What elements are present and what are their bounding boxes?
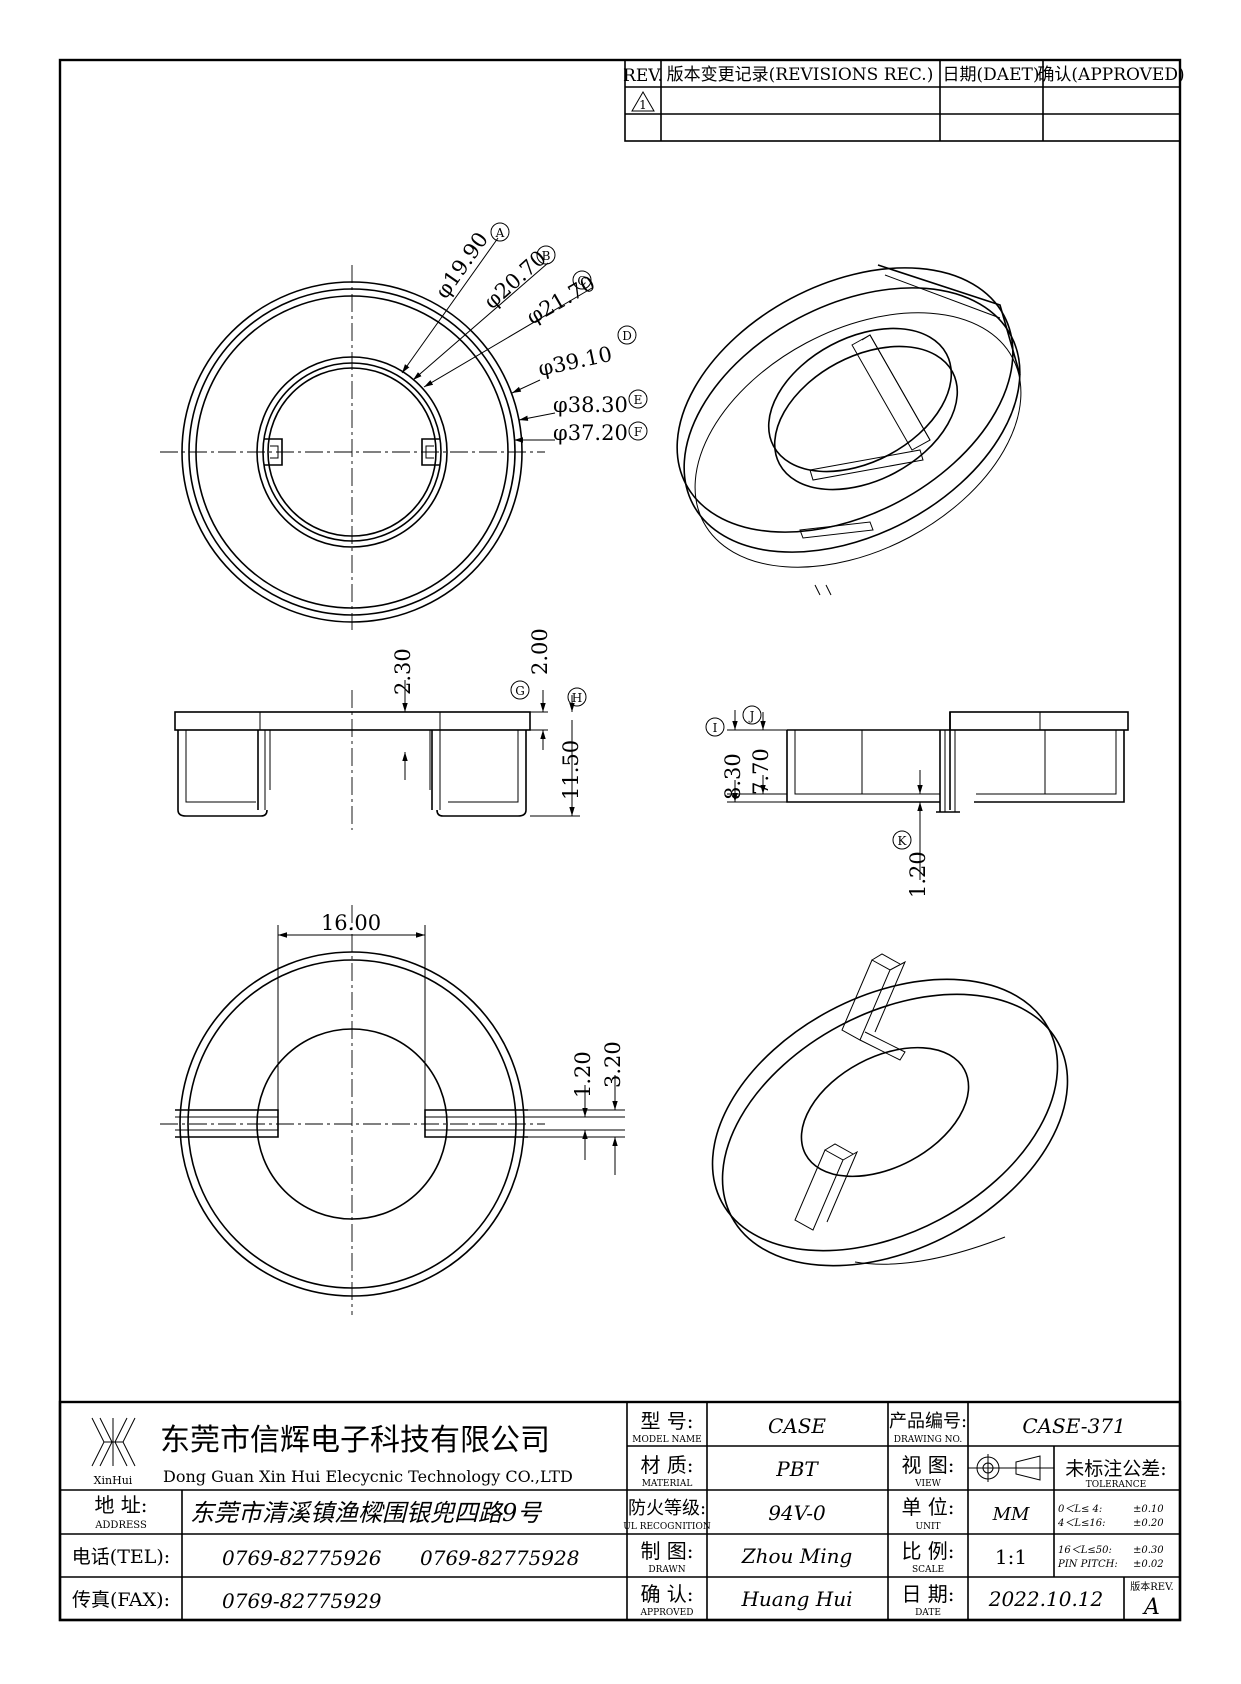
material-label-en: MATERIAL xyxy=(642,1479,693,1489)
revisions-col-header: 版本变更记录(REVISIONS REC.) xyxy=(667,65,934,85)
drawing-no-value: CASE-371 xyxy=(1022,1414,1125,1438)
ref-F: F xyxy=(634,425,642,439)
approved-label: 确 认: xyxy=(640,1582,693,1606)
diameter-labels: φ19.90 φ20.70 φ21.70 φ39.10 φ38.30 φ37.2… xyxy=(430,222,648,445)
ref-H: H xyxy=(572,691,582,705)
dim-top-offset: 2.30 xyxy=(391,648,415,695)
ref-C: C xyxy=(577,274,586,288)
tolerance-label: 未标注公差: xyxy=(1065,1458,1166,1480)
tolerance-range-3: 16＜L≤50: xyxy=(1058,1545,1112,1556)
date-label: 日 期: xyxy=(901,1582,954,1606)
unit-label-en: UNIT xyxy=(915,1522,940,1532)
scale-value: 1:1 xyxy=(995,1545,1027,1569)
view-label: 视 图: xyxy=(901,1453,954,1477)
tolerance-label-en: TOLERANCE xyxy=(1086,1480,1147,1490)
dim-k: 1.20 xyxy=(906,851,930,898)
tolerance-range-4: PIN PITCH: xyxy=(1057,1559,1118,1570)
diameter-leaders xyxy=(401,237,593,443)
ref-E: E xyxy=(634,393,643,407)
tolerance-value-3: ±0.30 xyxy=(1133,1545,1164,1556)
dim-j: 7.70 xyxy=(749,748,773,795)
model-label: 型 号: xyxy=(640,1409,693,1433)
side-view-right xyxy=(786,711,1129,813)
drawn-label-en: DRAWN xyxy=(648,1565,685,1575)
scale-label-en: SCALE xyxy=(912,1565,944,1575)
drawn-value: Zhou Ming xyxy=(741,1544,853,1568)
address-value: 东莞市清溪镇渔樑围银兜四路9号 xyxy=(190,1499,543,1527)
isometric-view-bottom xyxy=(711,953,1069,1267)
approved-col-header: 确认(APPROVED) xyxy=(1037,65,1184,85)
model-label-en: MODEL NAME xyxy=(632,1435,701,1445)
date-value: 2022.10.12 xyxy=(988,1587,1104,1611)
tolerance-value-2: ±0.20 xyxy=(1133,1518,1164,1529)
address-label: 地 址: xyxy=(94,1493,147,1517)
rev-value: A xyxy=(1142,1595,1160,1620)
unit-label: 单 位: xyxy=(901,1495,954,1519)
unit-value: MM xyxy=(992,1504,1030,1525)
dim-i: 8.30 xyxy=(721,753,745,800)
scale-label: 比 例: xyxy=(901,1539,954,1563)
revision-number: 1 xyxy=(639,98,647,112)
sheet-border xyxy=(58,58,1182,1622)
tel-label: 电话(TEL): xyxy=(72,1546,170,1568)
ul-value: 94V-0 xyxy=(768,1501,826,1525)
model-value: CASE xyxy=(768,1414,826,1438)
tolerance-value-1: ±0.10 xyxy=(1133,1504,1164,1515)
ref-D: D xyxy=(622,329,632,343)
material-label: 材 质: xyxy=(640,1453,693,1477)
ref-A: A xyxy=(495,226,505,240)
ul-label-en: UL RECOGNITION xyxy=(623,1522,711,1532)
dim-dia-E: φ38.30 xyxy=(553,393,628,417)
drawing-no-label: 产品编号: xyxy=(889,1411,967,1432)
ref-B: B xyxy=(542,249,551,263)
ref-I: I xyxy=(713,721,718,735)
tolerance-range-2: 4＜L≤16: xyxy=(1057,1518,1105,1529)
view-label-en: VIEW xyxy=(914,1479,942,1489)
top-view xyxy=(160,265,545,630)
dim-dia-D: φ39.10 xyxy=(536,342,614,381)
rev-col-header: REV. xyxy=(623,66,663,86)
revision-triangle-icon xyxy=(631,91,655,112)
rev-label: 版本REV. xyxy=(1130,1580,1173,1593)
side-view-left-dims: 2.30 2.00 G 11.50 H xyxy=(391,628,587,817)
tel-2: 0769-82775928 xyxy=(420,1546,579,1570)
tel-1: 0769-82775926 xyxy=(222,1546,382,1570)
dim-g: 2.00 xyxy=(528,628,552,675)
ref-G: G xyxy=(515,684,525,698)
date-col-header: 日期(DAET) xyxy=(943,65,1040,85)
projection-symbol-icon xyxy=(974,1454,1041,1482)
bottom-view-dims: 16.00 1.20 3.20 xyxy=(277,911,625,1175)
side-view-left xyxy=(174,690,531,830)
side-view-right-dims: 8.30 7.70 I J 1.20 K xyxy=(705,705,940,898)
company-name-cn: 东莞市信辉电子科技有限公司 xyxy=(160,1423,550,1458)
bottom-view xyxy=(160,905,545,1315)
dim-slot-2: 3.20 xyxy=(601,1041,625,1088)
company-logo: XinHui xyxy=(91,1417,136,1487)
logo-text: XinHui xyxy=(94,1474,133,1487)
dim-dia-F: φ37.20 xyxy=(553,421,628,445)
drawn-label: 制 图: xyxy=(640,1539,693,1563)
dim-height: 11.50 xyxy=(559,740,583,800)
fax-value: 0769-82775929 xyxy=(222,1589,382,1613)
company-name-en: Dong Guan Xin Hui Elecycnic Technology C… xyxy=(163,1467,573,1486)
dim-dia-C: φ21.70 xyxy=(523,271,600,329)
date-label-en: DATE xyxy=(915,1608,941,1618)
title-block xyxy=(58,1400,1182,1622)
fax-label: 传真(FAX): xyxy=(72,1589,170,1611)
drawing-no-label-en: DRAWING NO. xyxy=(894,1435,963,1445)
dim-slot-1: 1.20 xyxy=(571,1051,595,1098)
material-value: PBT xyxy=(775,1457,819,1481)
isometric-view-top xyxy=(676,264,1022,596)
tolerance-value-4: ±0.02 xyxy=(1133,1559,1164,1570)
ul-label: 防火等级: xyxy=(628,1498,706,1519)
ref-K: K xyxy=(898,834,908,848)
approved-label-en: APPROVED xyxy=(640,1608,694,1618)
address-label-en: ADDRESS xyxy=(94,1520,147,1531)
revision-table: REV. 版本变更记录(REVISIONS REC.) 日期(DAET) 确认(… xyxy=(623,59,1185,142)
tolerance-range-1: 0＜L≤ 4: xyxy=(1058,1504,1102,1515)
approved-value: Huang Hui xyxy=(740,1587,852,1611)
dim-width: 16.00 xyxy=(321,911,381,935)
ref-J: J xyxy=(748,709,755,723)
